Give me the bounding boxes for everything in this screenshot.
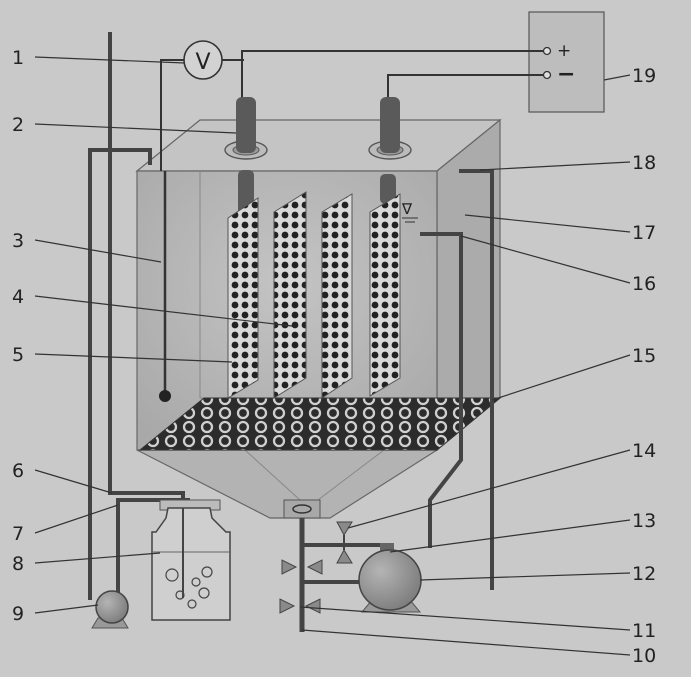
voltmeter-symbol: V — [195, 50, 210, 75]
water-level-symbol: ∇ — [401, 200, 413, 218]
label-11: 11 — [632, 620, 656, 642]
valve-14 — [336, 521, 353, 564]
anode-rod — [236, 97, 256, 153]
label-10: 10 — [632, 645, 656, 667]
voltmeter: V — [183, 40, 223, 80]
reactor-tank: ∇ — [135, 97, 502, 519]
electrode-plate-2 — [273, 191, 307, 399]
label-4: 4 — [12, 286, 24, 308]
feed-pump — [91, 590, 129, 629]
label-6: 6 — [12, 460, 24, 482]
circulation-pump — [358, 543, 422, 613]
label-14: 14 — [632, 440, 656, 462]
label-3: 3 — [12, 230, 24, 252]
aeration-bottle — [151, 499, 231, 621]
label-2: 2 — [12, 114, 24, 136]
valve-middle — [281, 559, 323, 575]
leader-lines — [34, 56, 631, 656]
electrode-plate-3 — [321, 193, 353, 399]
negative-sign: − — [557, 62, 575, 87]
label-17: 17 — [632, 222, 656, 244]
label-12: 12 — [632, 563, 656, 585]
dc-power-supply: + − — [528, 11, 605, 113]
valves — [279, 521, 353, 614]
positive-sign: + — [557, 41, 571, 61]
electrode-plate-4 — [369, 193, 401, 397]
label-15: 15 — [632, 345, 656, 367]
reference-probe — [159, 100, 171, 402]
label-5: 5 — [12, 344, 24, 366]
label-9: 9 — [12, 603, 24, 625]
label-13: 13 — [632, 510, 656, 532]
label-8: 8 — [12, 553, 24, 575]
label-18: 18 — [632, 152, 656, 174]
negative-terminal — [542, 70, 552, 80]
label-7: 7 — [12, 523, 24, 545]
label-19: 19 — [632, 65, 656, 87]
cathode-rod — [380, 97, 400, 153]
positive-terminal — [542, 46, 552, 56]
electrode-plates — [227, 170, 401, 399]
electrode-plate-1 — [227, 197, 259, 399]
label-16: 16 — [632, 273, 656, 295]
valve-11 — [279, 598, 321, 614]
particle-bed-plate — [138, 397, 502, 451]
callout-labels: 1 2 3 4 5 6 7 8 9 10 11 12 13 14 15 16 1… — [12, 47, 656, 667]
label-1: 1 — [12, 47, 24, 69]
